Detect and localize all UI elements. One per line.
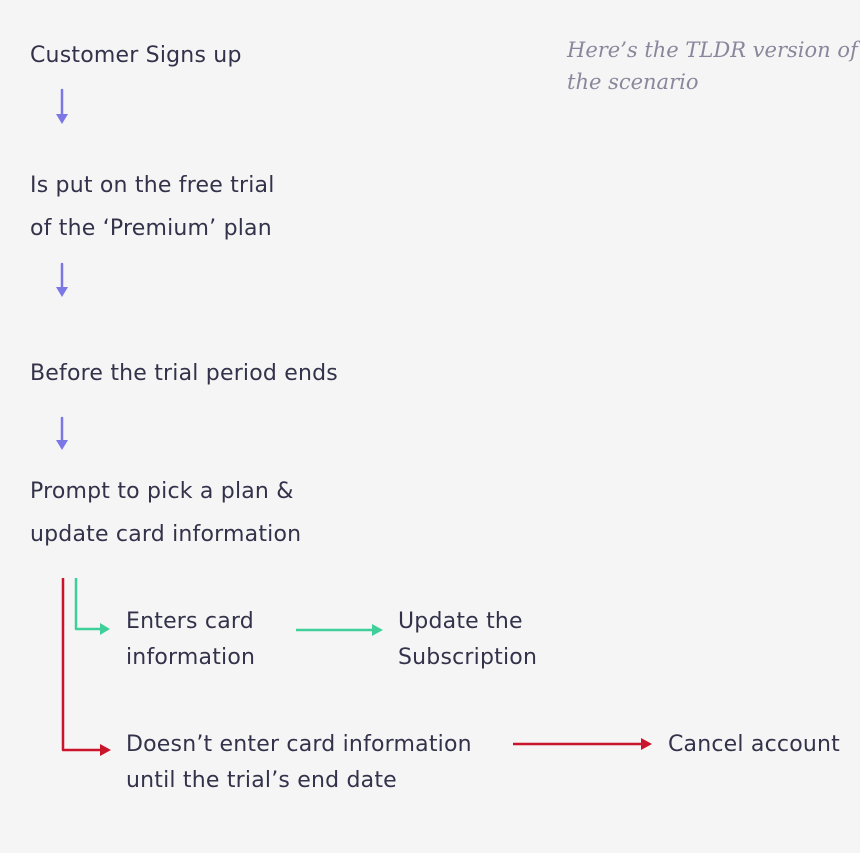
step-prompt-line-2: update card information	[30, 522, 302, 547]
tldr-note: Here’s the TLDR version of the scenario	[567, 34, 858, 98]
step-prompt-pick-plan: Prompt to pick a plan & update card info…	[30, 470, 301, 556]
step-update-sub-line-2: Subscription	[398, 645, 538, 670]
step-enters-card: Enters card information	[126, 604, 255, 676]
step-enters-card-line-2: information	[126, 645, 256, 670]
flow-arrow-3	[56, 416, 68, 450]
step-no-card-line-1: Doesn’t enter card information	[126, 732, 472, 757]
arrow-to-update-subscription	[296, 624, 383, 636]
step-before-end-line-1: Before the trial period ends	[30, 361, 338, 386]
step-free-trial: Is put on the free trial of the ‘Premium…	[30, 164, 275, 250]
step-no-card-line-2: until the trial’s end date	[126, 768, 397, 793]
flow-arrow-1	[56, 88, 68, 124]
branch-no-card-arrow	[61, 578, 111, 756]
tldr-note-line-1: Here’s the TLDR version of	[567, 38, 858, 62]
step-prompt-line-1: Prompt to pick a plan &	[30, 479, 294, 504]
step-trial-line-2: of the ‘Premium’ plan	[30, 216, 272, 241]
step-enters-card-line-1: Enters card	[126, 609, 254, 634]
step-customer-signs-up: Customer Signs up	[30, 34, 242, 77]
step-no-card-entered: Doesn’t enter card information until the…	[126, 727, 472, 799]
step-update-sub-line-1: Update the	[398, 609, 523, 634]
flow-arrow-2	[56, 262, 68, 297]
step-trial-line-1: Is put on the free trial	[30, 173, 275, 198]
step-cancel-line-1: Cancel account	[668, 732, 840, 757]
step-update-subscription: Update the Subscription	[398, 604, 537, 676]
step-before-trial-ends: Before the trial period ends	[30, 352, 338, 395]
arrow-to-cancel-account	[513, 738, 652, 750]
branch-enters-card-arrow	[74, 578, 110, 635]
step-cancel-account: Cancel account	[668, 723, 840, 766]
tldr-note-line-2: the scenario	[567, 70, 699, 94]
step-signup-line-1: Customer Signs up	[30, 43, 242, 68]
